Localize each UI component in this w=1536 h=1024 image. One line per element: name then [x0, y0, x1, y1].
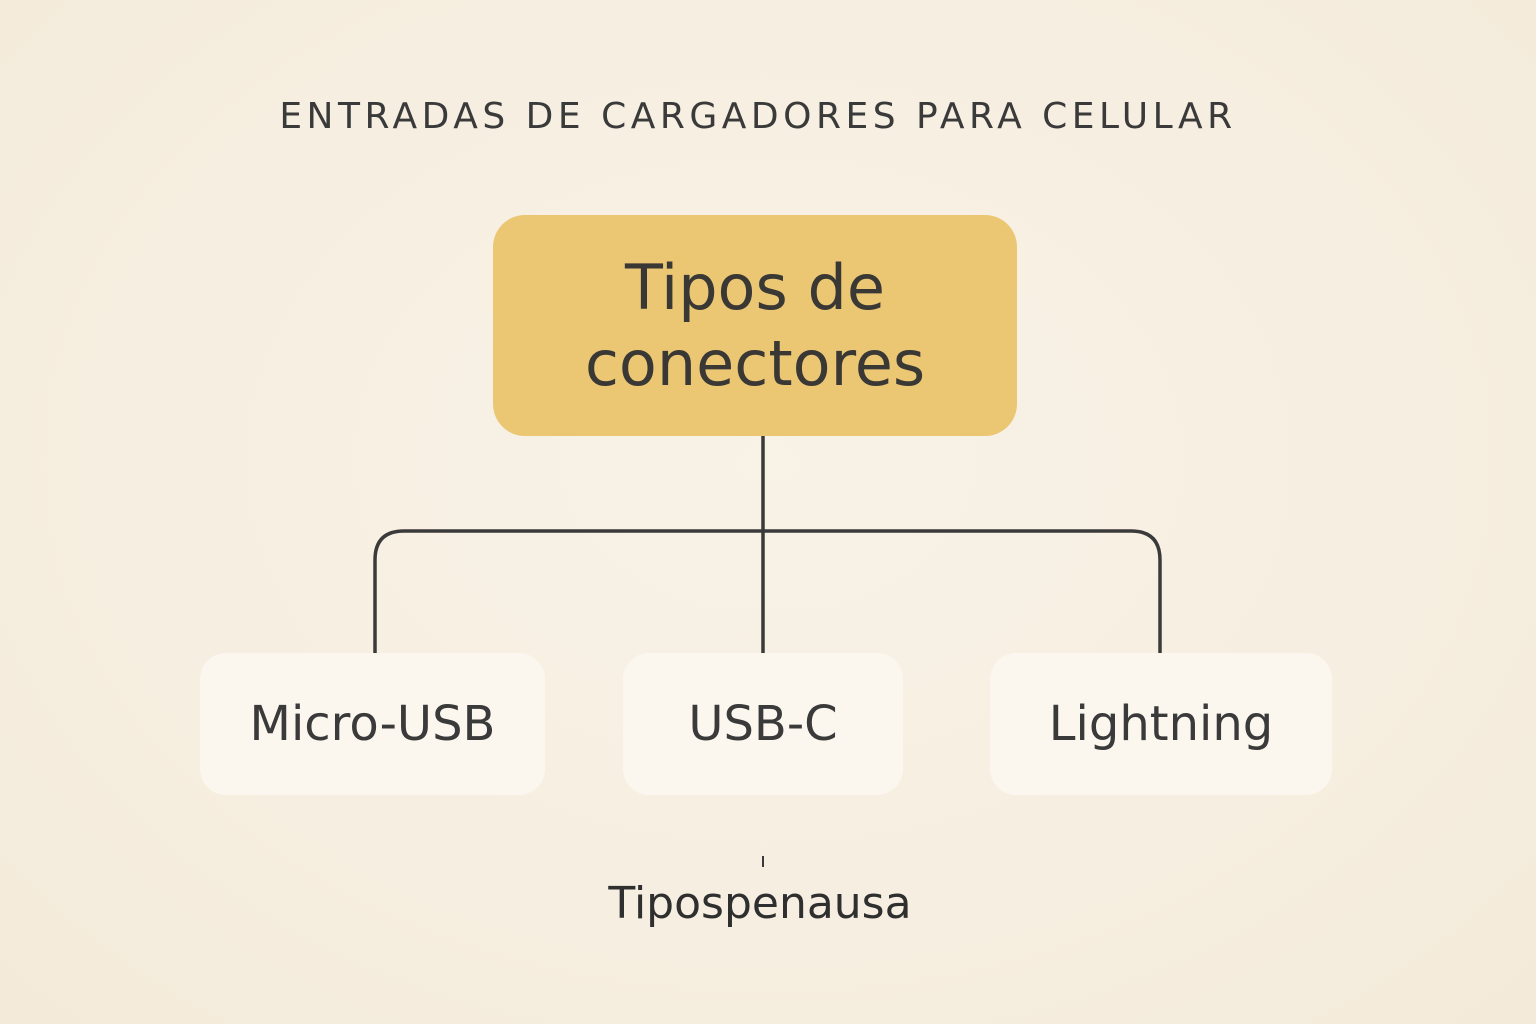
- branch-horizontal-line: [373, 529, 1162, 653]
- child-node-micro-usb: Micro-USB: [200, 653, 545, 795]
- root-node-label: Tipos de conectores: [584, 250, 926, 400]
- root-node: Tipos de conectores: [493, 215, 1017, 436]
- footer-caption: Tipospenausa: [608, 878, 912, 929]
- child-node-usb-c: USB-C: [623, 653, 903, 795]
- child-node-label: Micro-USB: [249, 696, 496, 752]
- child-node-label: Lightning: [1048, 696, 1274, 752]
- diagram-title: ENTRADAS DE CARGADORES PARA CELULAR: [279, 96, 1237, 137]
- child-node-label: USB-C: [688, 696, 838, 752]
- child-node-lightning: Lightning: [990, 653, 1332, 795]
